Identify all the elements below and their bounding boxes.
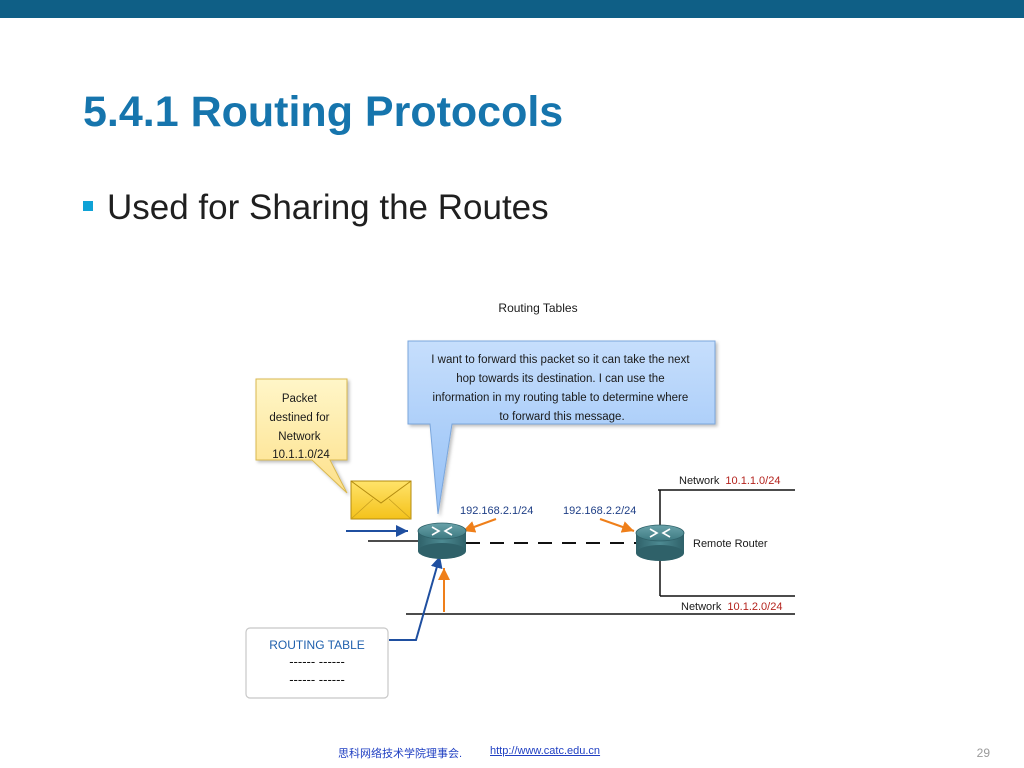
local-ip-arrow — [462, 518, 497, 533]
footer-url-link[interactable]: http://www.catc.edu.cn — [490, 745, 601, 757]
bullet-item: Used for Sharing the Routes — [83, 186, 549, 230]
routing-table-box — [245, 627, 389, 699]
footer-org: 思科网络技术学院理事会. — [338, 748, 463, 760]
router-callout-line: hop towards its destination. I can use t… — [456, 373, 664, 385]
routing-table-title: ROUTING TABLE — [269, 638, 365, 652]
packet-callout-text: Packet destined for Network 10.1.1.0/24 — [269, 393, 332, 461]
network-word: Network — [679, 475, 720, 487]
routing-table-row: ------ ------ — [289, 672, 345, 687]
network-word: Network — [681, 601, 722, 613]
network-top-address: 10.1.1.0/24 — [725, 475, 780, 487]
network-bottom-address: 10.1.2.0/24 — [727, 601, 782, 613]
bullet-square-icon — [83, 201, 93, 211]
network-top-label: Network 10.1.1.0/24 — [679, 475, 780, 487]
remote-interface-ip: 192.168.2.2/24 — [563, 505, 636, 517]
packet-callout-line: destined for — [269, 412, 329, 424]
router-callout-line: I want to forward this packet so it can … — [431, 354, 690, 366]
packet-callout-line: 10.1.1.0/24 — [272, 449, 330, 461]
packet-callout — [255, 378, 348, 494]
remote-router-label: Remote Router — [693, 538, 768, 550]
router-callout-line: information in my routing table to deter… — [433, 392, 689, 404]
router-callout-line: to forward this message. — [499, 411, 624, 423]
page-number: 29 — [976, 746, 990, 760]
router-icon — [417, 522, 467, 559]
remote-ip-arrow — [599, 518, 635, 533]
slide-title: 5.4.1 Routing Protocols — [83, 88, 564, 136]
top-bar — [0, 0, 1024, 18]
diagram-title: Routing Tables — [498, 301, 577, 315]
packet-callout-line: Packet — [282, 393, 318, 405]
router-callout-text: I want to forward this packet so it can … — [431, 354, 692, 423]
local-interface-ip: 192.168.2.1/24 — [460, 505, 533, 517]
routing-table-row: ------ ------ — [289, 654, 345, 669]
bullet-text: Used for Sharing the Routes — [107, 188, 549, 227]
network-bottom-label: Network 10.1.2.0/24 — [681, 601, 782, 613]
routing-table-connector — [389, 555, 443, 641]
router-icon — [635, 524, 685, 561]
envelope-icon — [350, 480, 412, 520]
router-callout — [407, 340, 716, 515]
packet-callout-line: Network — [278, 431, 320, 443]
